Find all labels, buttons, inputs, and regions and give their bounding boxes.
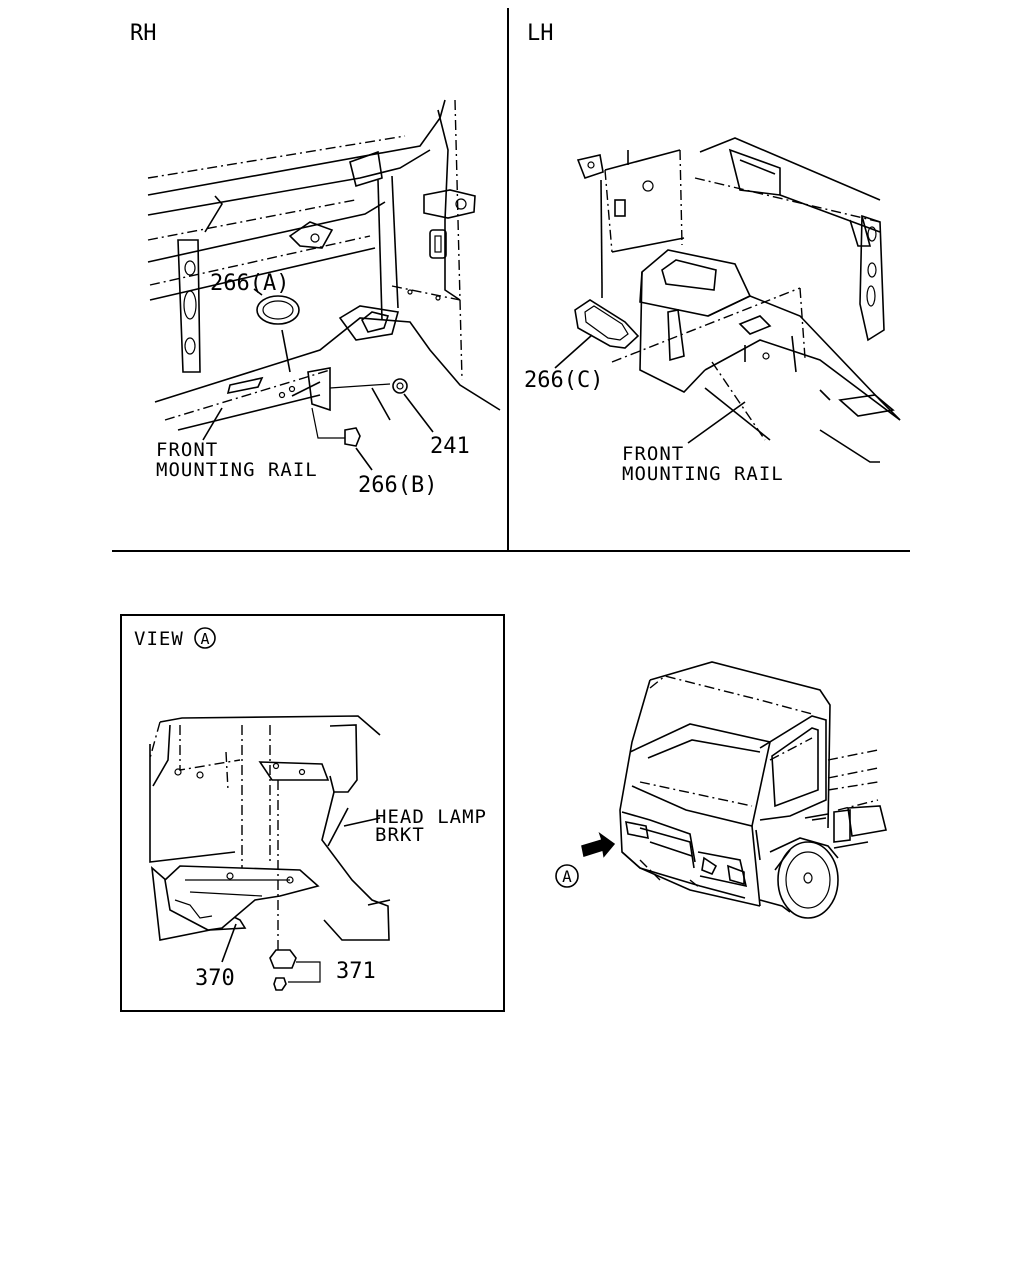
truck-marker-letter: A (562, 867, 572, 886)
arrow-view-a-icon (581, 832, 616, 858)
callout-371: 371 (336, 959, 376, 984)
section-lh-label: LH (527, 21, 554, 46)
grommet-266c (574, 299, 640, 349)
section-rh-label: RH (130, 21, 157, 46)
view-a-marker-letter: A (200, 630, 209, 648)
nut-241 (392, 378, 408, 394)
clip-266b (344, 427, 361, 447)
rh-rail-label-line1: FRONT (156, 439, 218, 461)
callout-266a: 266(A) (210, 271, 289, 296)
view-a-drawing (149, 715, 391, 991)
rh-drawing (147, 99, 501, 471)
rh-rail-label-line2: MOUNTING RAIL (156, 459, 318, 481)
view-a-title: VIEW (134, 628, 184, 650)
screw-371 (273, 977, 287, 991)
callout-266c: 266(C) (524, 368, 603, 393)
callout-241: 241 (430, 434, 470, 459)
callout-266b: 266(B) (358, 473, 437, 498)
callout-370: 370 (195, 966, 235, 991)
lh-drawing (554, 137, 901, 463)
marker-a-circle (555, 864, 579, 888)
lh-rail-label-line2: MOUNTING RAIL (622, 463, 784, 485)
view-a-frame (120, 614, 505, 1012)
nut-371 (269, 949, 297, 969)
view-a-circle-marker (194, 627, 216, 649)
bracket-label-line1: HEAD LAMP (375, 806, 487, 828)
bracket-label-line2: BRKT (375, 824, 425, 846)
lh-rail-label-line1: FRONT (622, 443, 684, 465)
truck-overview-drawing (555, 661, 887, 919)
